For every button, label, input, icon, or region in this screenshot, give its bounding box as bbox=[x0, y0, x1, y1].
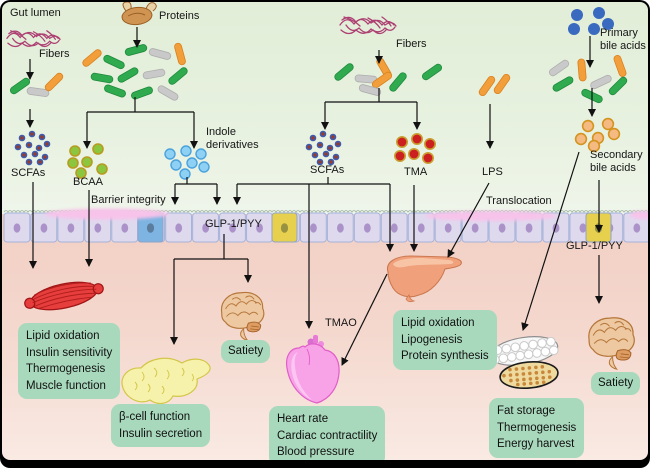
heart-icon bbox=[285, 335, 340, 404]
effect-line: Insulin sensitivity bbox=[26, 346, 113, 359]
white-adipose-icon bbox=[489, 336, 559, 366]
primary-bile-acids-label: Primary bile acids bbox=[600, 27, 646, 52]
glp1-pyy-label: GLP-1/PYY bbox=[566, 240, 623, 252]
mucus-layer bbox=[45, 208, 648, 221]
scfas-label: SCFAs bbox=[310, 164, 345, 176]
diagram-canvas: Gut lumen Fibers Proteins SCFAs BCAA Ind… bbox=[2, 2, 648, 460]
indole-derivatives-label: Indole derivatives bbox=[206, 126, 259, 151]
tmao-label: TMAO bbox=[325, 317, 357, 329]
effect-line: Cardiac contractility bbox=[277, 429, 378, 442]
fibers-label: Fibers bbox=[396, 38, 427, 50]
epithelial-barrier bbox=[3, 212, 648, 243]
effect-line: Insulin secretion bbox=[119, 427, 203, 440]
pancreas-icon bbox=[121, 357, 211, 405]
effect-line: Lipid oxidation bbox=[401, 317, 475, 329]
muscle-icon bbox=[24, 281, 104, 311]
effect-line: Blood pressure bbox=[277, 446, 355, 458]
brain-icon bbox=[588, 317, 635, 370]
muscle-effects-box: Lipid oxidation Insulin sensitivity Ther… bbox=[18, 323, 121, 399]
liver-effects-box: Lipid oxidation Lipogenesis Protein synt… bbox=[393, 310, 497, 370]
bcaa-label: BCAA bbox=[73, 176, 103, 188]
bacteria-cluster-icon bbox=[334, 57, 443, 96]
effect-line: Heart rate bbox=[277, 413, 329, 425]
fibers-icon bbox=[339, 16, 397, 35]
effect-line: Fat storage bbox=[497, 405, 556, 417]
effect-line: β-cell function bbox=[119, 411, 191, 423]
secondary-bile-acids-label: Secondary bile acids bbox=[590, 149, 643, 174]
lps-bacteria-icon bbox=[478, 73, 511, 97]
scfa-dots-icon bbox=[14, 130, 51, 166]
bacteria-cluster-icon bbox=[82, 42, 188, 101]
lps-label: LPS bbox=[482, 166, 503, 178]
arrows-layer bbox=[26, 27, 603, 366]
chicken-proteins-icon bbox=[121, 2, 157, 26]
barrier-integrity-label: Barrier integrity bbox=[91, 194, 166, 206]
tma-label: TMA bbox=[404, 166, 428, 178]
translocation-label: Translocation bbox=[486, 195, 552, 207]
brown-adipose-icon bbox=[499, 361, 559, 389]
indole-dots-icon bbox=[164, 145, 210, 180]
effect-line: Muscle function bbox=[26, 379, 106, 392]
effect-line: Satiety bbox=[228, 345, 264, 357]
satiety-box: Satiety bbox=[591, 372, 641, 395]
bacteria-cluster-icon bbox=[9, 72, 64, 97]
diagram-art-layer bbox=[3, 2, 648, 405]
heart-effects-box: Heart rate Cardiac contractility Blood p… bbox=[269, 406, 386, 460]
effect-line: Protein synthesis bbox=[401, 350, 489, 362]
bcaa-dots-icon bbox=[67, 143, 108, 179]
adipose-effects-box: Fat storage Thermogenesis Energy harvest bbox=[489, 398, 585, 458]
gut-lumen-label: Gut lumen bbox=[10, 7, 61, 19]
pancreas-effects-box: β-cell function Insulin secretion bbox=[111, 404, 211, 447]
fibers-label: Fibers bbox=[39, 48, 70, 60]
effect-line: Energy harvest bbox=[497, 438, 575, 450]
brain-icon bbox=[220, 291, 265, 341]
primary-bile-dots-icon bbox=[568, 7, 614, 35]
secondary-bile-dots-icon bbox=[574, 117, 621, 153]
liver-icon bbox=[386, 255, 462, 303]
proteins-label: Proteins bbox=[159, 10, 200, 22]
scfa-dots-icon bbox=[305, 130, 342, 166]
satiety-box: Satiety bbox=[221, 340, 271, 363]
glp1-pyy-label: GLP-1/PYY bbox=[205, 218, 262, 230]
fibers-icon bbox=[6, 30, 61, 48]
effect-line: Lipogenesis bbox=[401, 333, 463, 346]
effect-line: Thermogenesis bbox=[497, 421, 577, 434]
bacteria-cluster-icon bbox=[548, 55, 628, 104]
effect-line: Thermogenesis bbox=[26, 363, 106, 375]
effect-line: Lipid oxidation bbox=[26, 330, 100, 342]
effect-line: Satiety bbox=[598, 377, 634, 389]
tma-dots-icon bbox=[393, 133, 436, 165]
scfas-label: SCFAs bbox=[11, 167, 46, 179]
